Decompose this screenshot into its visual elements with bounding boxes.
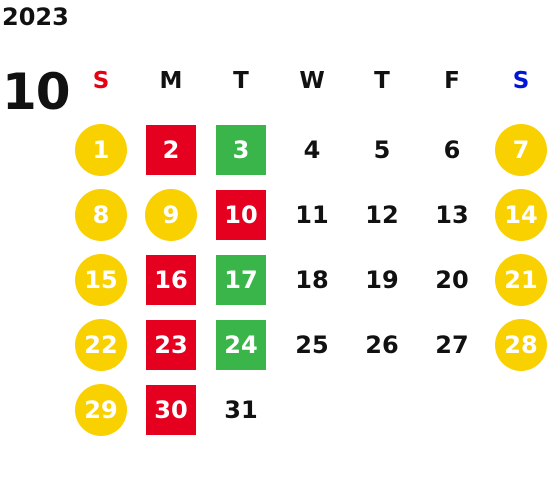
- weekday-header-tuesday: T: [233, 68, 249, 94]
- day-cell: 19: [365, 266, 399, 294]
- day-cell-green: 24: [216, 320, 266, 370]
- day-cell: 13: [435, 201, 469, 229]
- day-cell: 20: [435, 266, 469, 294]
- day-cell-red: 23: [146, 320, 196, 370]
- day-cell-red: 30: [146, 385, 196, 435]
- day-cell-red: 16: [146, 255, 196, 305]
- day-cell-holiday: 9: [145, 189, 197, 241]
- day-cell-holiday: 21: [495, 254, 547, 306]
- day-cell-holiday: 8: [75, 189, 127, 241]
- weekday-header-saturday: S: [512, 68, 530, 94]
- day-cell: 26: [365, 331, 399, 359]
- day-cell: 11: [295, 201, 329, 229]
- weekday-header-monday: M: [159, 68, 183, 94]
- day-cell: 18: [295, 266, 329, 294]
- day-cell-holiday: 14: [495, 189, 547, 241]
- year-label: 2023: [2, 3, 69, 31]
- day-cell-red: 10: [216, 190, 266, 240]
- weekday-header-friday: F: [444, 68, 460, 94]
- weekday-header-thursday: T: [374, 68, 390, 94]
- day-cell-holiday: 28: [495, 319, 547, 371]
- day-cell: 31: [224, 396, 258, 424]
- day-cell-red: 2: [146, 125, 196, 175]
- day-cell-holiday: 22: [75, 319, 127, 371]
- day-cell-holiday: 15: [75, 254, 127, 306]
- day-cell-holiday: 29: [75, 384, 127, 436]
- day-cell-holiday: 7: [495, 124, 547, 176]
- month-number: 10: [2, 63, 71, 121]
- day-cell-holiday: 1: [75, 124, 127, 176]
- weekday-header-sunday: S: [92, 68, 110, 94]
- day-cell: 12: [365, 201, 399, 229]
- day-cell-green: 3: [216, 125, 266, 175]
- day-cell: 6: [443, 136, 461, 164]
- day-cell-green: 17: [216, 255, 266, 305]
- weekday-header-wednesday: W: [299, 68, 325, 94]
- day-cell: 5: [373, 136, 391, 164]
- day-cell: 4: [303, 136, 321, 164]
- day-cell: 25: [295, 331, 329, 359]
- day-cell: 27: [435, 331, 469, 359]
